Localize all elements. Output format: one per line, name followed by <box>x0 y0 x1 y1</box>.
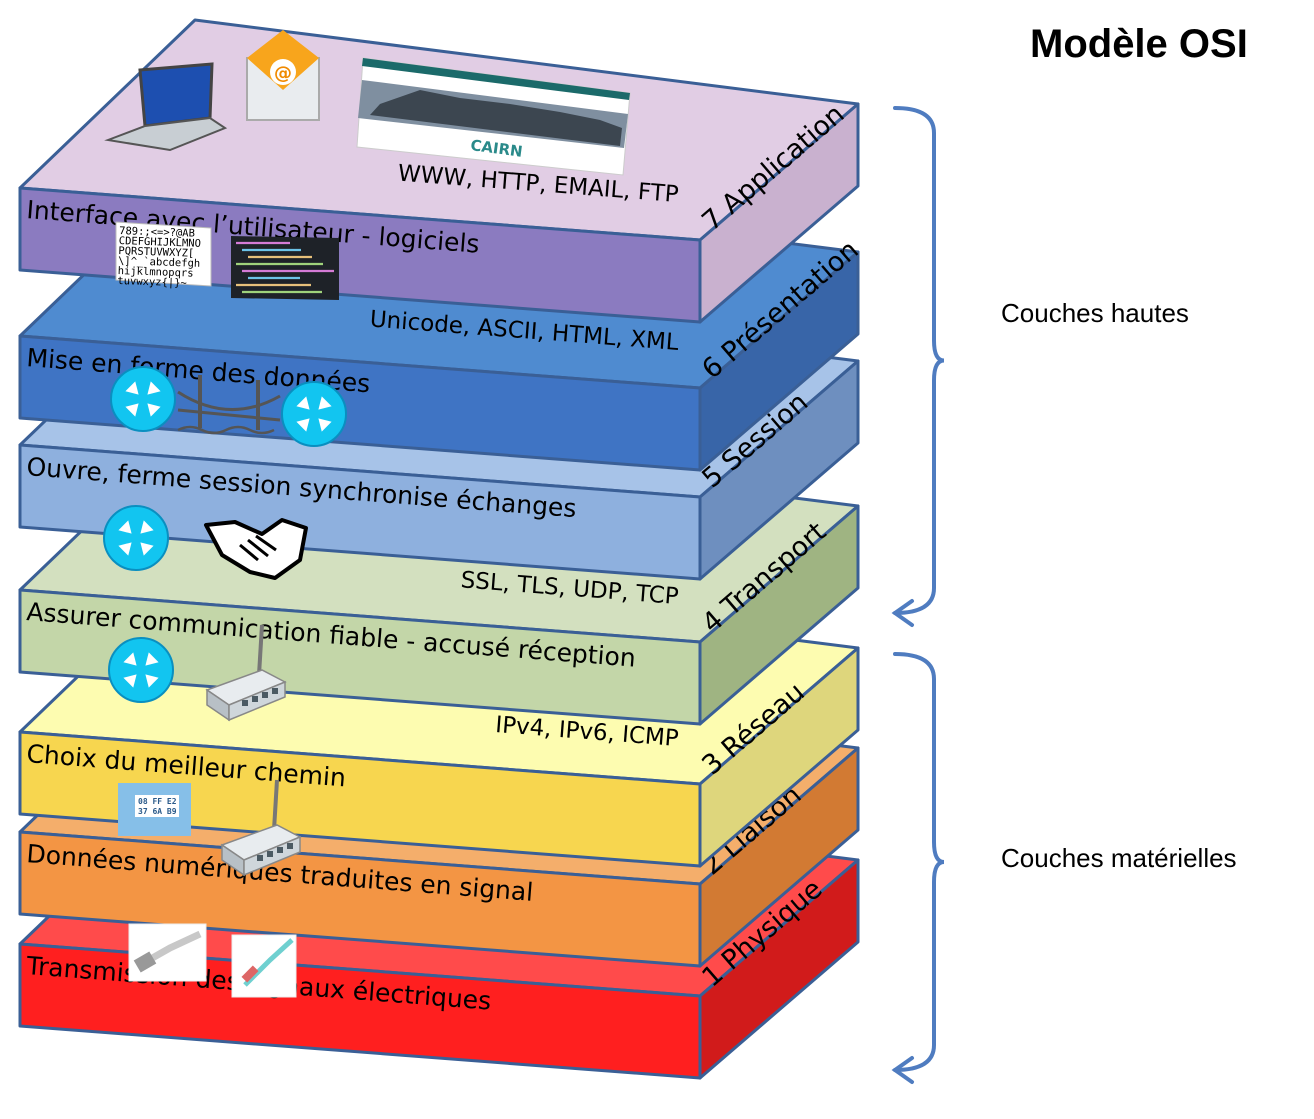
brace-couches-materielles <box>891 652 945 1084</box>
character-row: tuvwxyz{|}~ <box>117 275 187 289</box>
bridge-icon <box>177 375 281 435</box>
mac-address-text: 37 6A B9 <box>138 807 177 816</box>
layer-side-face <box>698 858 860 1080</box>
layer-side-face <box>698 504 860 726</box>
at-symbol: @ <box>274 63 292 84</box>
character-row: 789:;<=>?@AB <box>119 225 195 240</box>
layer-side-face <box>698 359 860 581</box>
brace-couches-hautes <box>891 106 945 627</box>
mac-address-text: 08 FF E2 <box>138 797 177 806</box>
rj45-cable-icon <box>128 923 207 982</box>
group-label-couches-hautes: Couches hautes <box>1001 298 1189 328</box>
character-table-icon: 789:;<=>?@ABCDEFGHIJKLMNOPQRSTUVWXYZ[\]^… <box>115 221 212 289</box>
router-icon <box>108 637 174 703</box>
handshake-icon <box>204 518 308 580</box>
character-row: PQRSTUVWXYZ[ <box>118 245 194 260</box>
fiber-cable-icon <box>231 934 297 998</box>
character-row: \]^_`abcdefgh <box>118 255 201 270</box>
layer-side-face <box>698 646 860 868</box>
page-title: Modèle OSI <box>1030 22 1248 66</box>
group-label-couches-materielles: Couches matérielles <box>1001 843 1237 873</box>
character-row: hijklmnopqrs <box>117 265 193 280</box>
router-icon <box>281 381 347 447</box>
layer-side-face <box>698 746 860 968</box>
website-screenshot: CAIRN <box>356 57 631 176</box>
code-editor-icon <box>231 236 339 300</box>
character-row: CDEFGHIJKLMNO <box>119 235 202 250</box>
wifi-router-icon <box>220 779 302 877</box>
layer-side-face <box>698 250 860 472</box>
laptop-icon <box>104 62 228 152</box>
layer-side-face <box>698 102 860 324</box>
wifi-router-icon <box>205 624 287 722</box>
router-icon <box>110 366 176 432</box>
router-icon <box>103 505 169 571</box>
email-icon: @ <box>246 30 320 121</box>
